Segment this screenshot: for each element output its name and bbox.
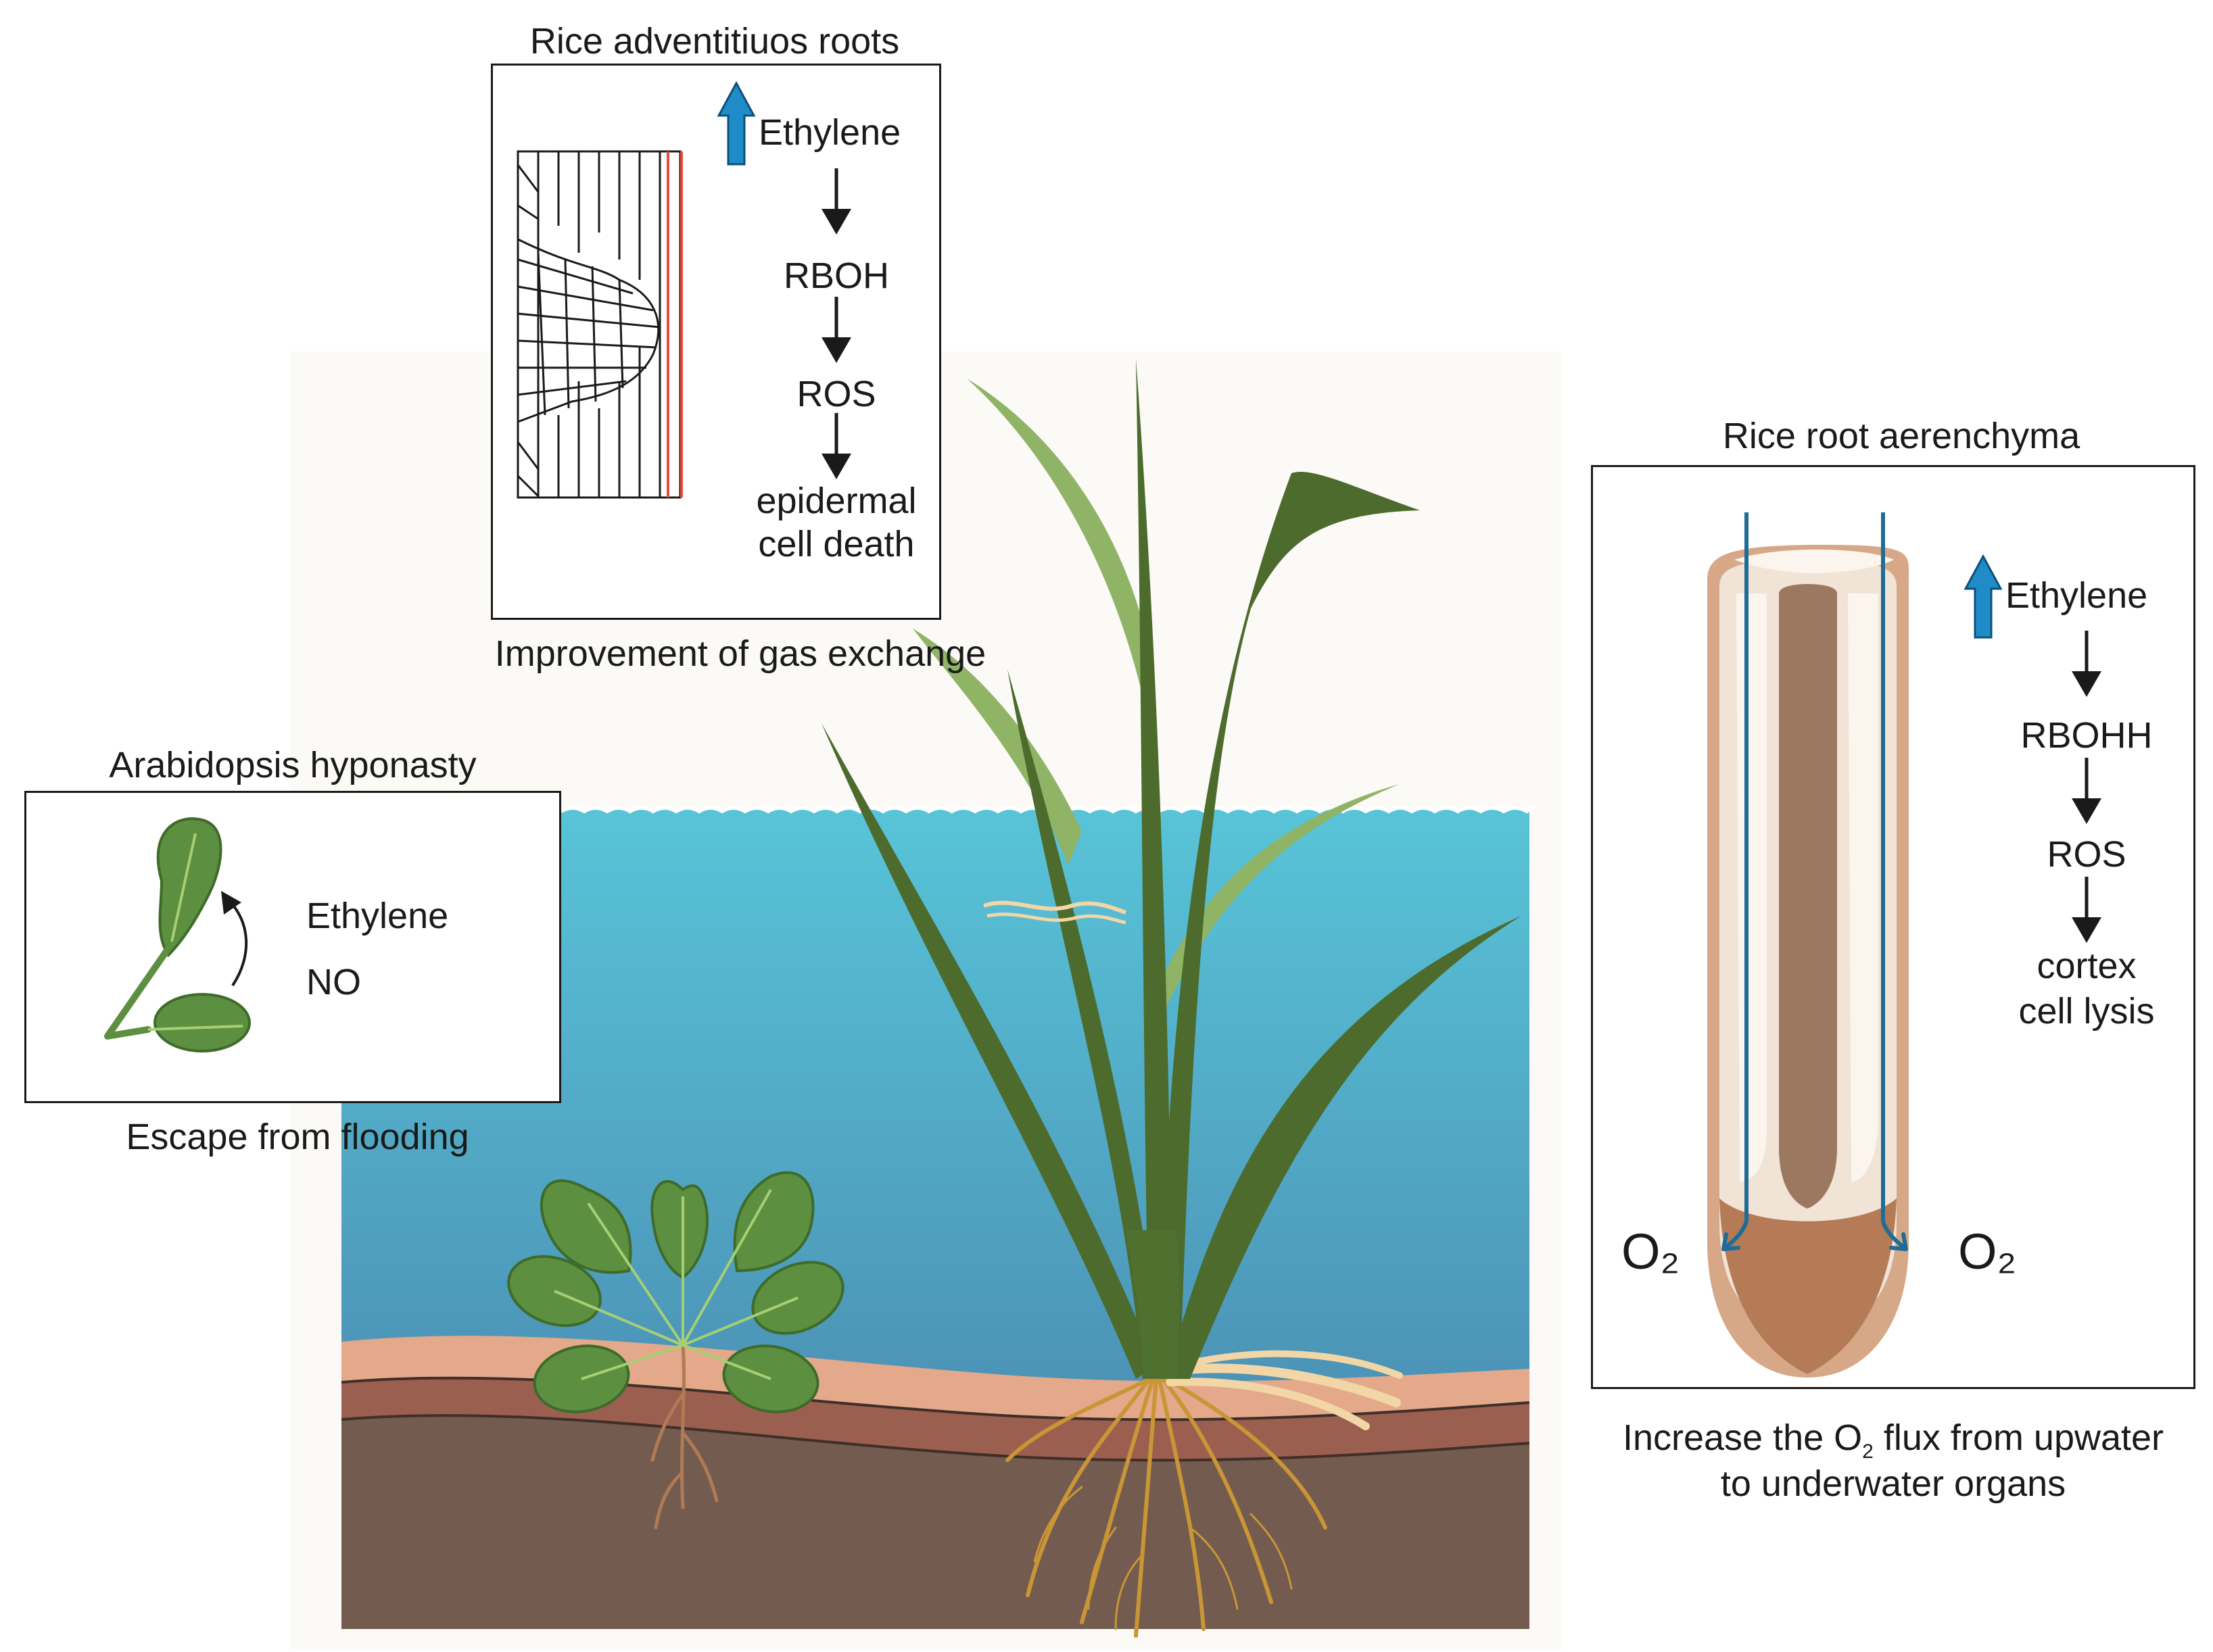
- arrow-down-icon: [2072, 758, 2101, 824]
- cell-death-label: cell death: [758, 524, 915, 564]
- o2-flux-caption-line1: Increase the O2 flux from upwater: [1622, 1417, 2164, 1463]
- soil-layers: [341, 1336, 1530, 1629]
- rice-adventitious-title: Rice adventitiuos roots: [529, 21, 900, 62]
- aerenchyma-title: Rice root aerenchyma: [1722, 416, 2080, 456]
- nitric-oxide-label: NO: [306, 962, 361, 1002]
- ethylene-label: Ethylene: [759, 112, 901, 153]
- soil-deep-layer: [341, 1415, 1529, 1629]
- epidermal-label: epidermal: [756, 481, 917, 521]
- rboh-label: RBOH: [783, 256, 890, 296]
- o2-right-label: O₂: [1958, 1223, 2017, 1280]
- arrow-down-icon: [822, 297, 851, 363]
- arabidopsis-panel: Ethylene NO: [24, 791, 561, 1103]
- ethylene-up-arrow-icon: [1964, 554, 2003, 639]
- arrow-down-icon: [822, 168, 851, 235]
- o2-flux-caption-line2: to underwater organs: [1720, 1463, 2066, 1504]
- ethylene-up-arrow-icon: [717, 80, 756, 166]
- arabidopsis-title: Arabidopsis hyponasty: [109, 745, 477, 785]
- aerenchyma-ros-label: ROS: [2047, 834, 2126, 875]
- gas-exchange-caption: Improvement of gas exchange: [494, 633, 986, 674]
- epidermis-cell-diagram: [517, 150, 683, 499]
- cell-lysis-label: cell lysis: [2018, 991, 2155, 1031]
- arrow-down-icon: [2072, 631, 2101, 697]
- escape-flooding-caption: Escape from flooding: [126, 1117, 469, 1157]
- rice-plant: [822, 358, 1521, 1380]
- arrow-down-icon: [822, 413, 851, 479]
- rice-roots: [1005, 1377, 1327, 1638]
- o2-left-label: O₂: [1621, 1223, 1680, 1280]
- root-cross-section: [1707, 512, 1909, 1378]
- arabidopsis-root: [650, 1343, 719, 1530]
- hyponastic-leaf-diagram: [104, 817, 251, 1052]
- arabidopsis-ethylene-label: Ethylene: [306, 896, 449, 936]
- arabidopsis-plant: [507, 1171, 844, 1413]
- aerenchyma-panel: O₂ O₂ Ethylene RBOHH ROS cortex cell lys…: [1591, 465, 2195, 1389]
- aerenchyma-ethylene-label: Ethylene: [2005, 575, 2148, 616]
- arrow-down-icon: [2072, 877, 2101, 943]
- cortex-label: cortex: [2037, 946, 2137, 986]
- rice-adventitious-panel: Ethylene RBOH ROS epidermal cell death: [491, 64, 941, 620]
- rbohh-label: RBOHH: [2020, 715, 2153, 756]
- ros-label: ROS: [796, 374, 876, 414]
